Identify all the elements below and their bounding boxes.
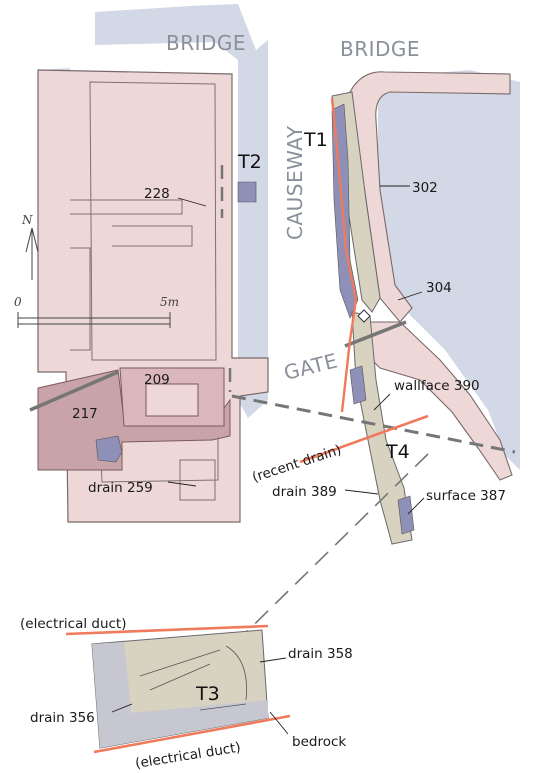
label-electrical-duct-bottom: (electrical duct): [134, 739, 242, 771]
gate-wall-dashed: [231, 394, 516, 454]
north-arrow: [25, 227, 39, 280]
causeway-stones-lower: [349, 365, 367, 405]
label-209: 209: [144, 372, 170, 388]
label-electrical-duct-top: (electrical duct): [20, 616, 127, 632]
t3-rubble: [139, 645, 247, 711]
label-drain-358: drain 358: [288, 646, 353, 662]
label-304: 304: [426, 280, 452, 296]
survey-marker: [357, 309, 371, 323]
scale-bar: [17, 312, 171, 328]
label-t2: T2: [237, 151, 262, 173]
t3-bottom-duct: [93, 714, 291, 754]
label-surface-387: surface 387: [426, 488, 506, 504]
label-228: 228: [144, 186, 170, 202]
gate-wall-line: [29, 320, 407, 412]
label-t4: T4: [385, 441, 410, 463]
label-gate: GATE: [281, 348, 340, 384]
label-north: N: [21, 213, 33, 227]
trench-t1-line: [330, 97, 358, 413]
t3-top-duct: [65, 624, 269, 636]
river-area-right: [378, 70, 520, 470]
label-t1: T1: [303, 129, 328, 151]
label-scale-five: 5m: [160, 295, 179, 309]
label-wallface-390: wallface 390: [394, 378, 480, 394]
label-causeway: CAUSEWAY: [283, 125, 307, 240]
causeway-stones-lower: [397, 495, 415, 535]
label-302: 302: [412, 180, 438, 196]
stone-patch: [237, 181, 257, 203]
label-recent-drain: (recent drain): [250, 442, 343, 486]
label-bedrock: bedrock: [292, 734, 346, 750]
gate-structure: [354, 321, 513, 481]
label-bridge-right: BRIDGE: [340, 37, 420, 61]
label-217: 217: [72, 406, 98, 422]
label-drain-259: drain 259: [88, 480, 153, 496]
room-209-inner: [145, 383, 199, 417]
t3-left-fill: [92, 642, 132, 748]
recent-drain-line: [299, 414, 429, 464]
t3-projection-line: [217, 453, 429, 661]
label-drain-389: drain 389: [272, 484, 337, 500]
label-bridge-left: BRIDGE: [166, 31, 246, 55]
t2-dashed: [220, 165, 232, 392]
leader-lines: [111, 185, 425, 735]
label-scale-zero: 0: [14, 295, 22, 309]
stone-patch: [95, 435, 123, 463]
right-bank-wall: [349, 71, 511, 323]
t3-bottom-fill: [100, 700, 268, 748]
label-drain-356: drain 356: [30, 710, 95, 726]
label-t3: T3: [195, 683, 220, 705]
causeway-strip-lower: [351, 311, 413, 545]
